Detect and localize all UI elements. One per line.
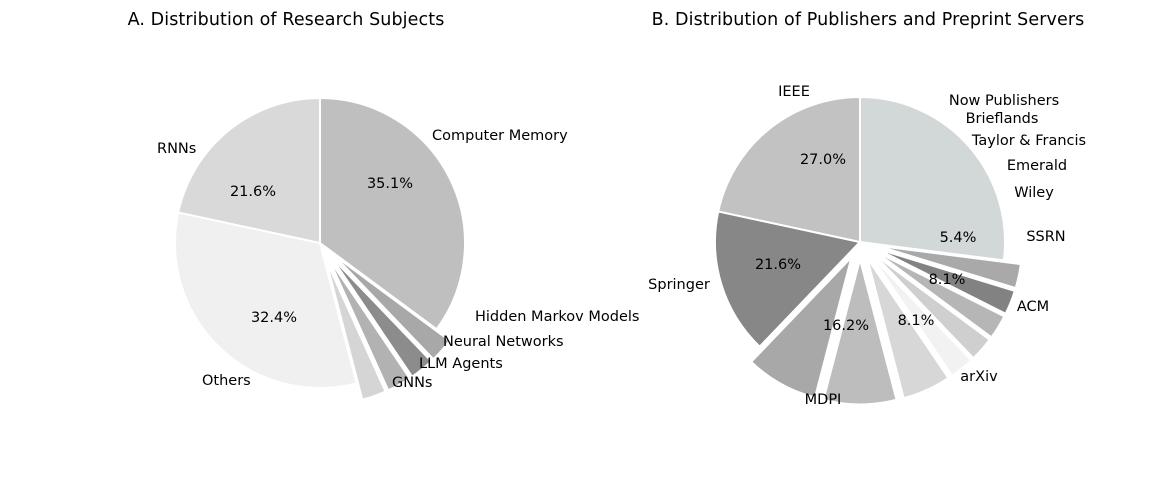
pie-percent-label: 8.1% [898, 313, 935, 329]
pie-percent-label: 8.1% [929, 272, 966, 288]
pie-category-label-acm: ACM [1017, 299, 1049, 315]
pie-slice-hidden-markov-models[interactable] [332, 253, 451, 361]
panel-a-title: A. Distribution of Research Subjects [127, 10, 445, 30]
pie-category-label-neural-networks: Neural Networks [443, 334, 564, 350]
pie-slice-springer[interactable] [717, 96, 861, 243]
pie-slice-emerald[interactable] [872, 252, 991, 360]
pie-category-label-computer-memory: Computer Memory [432, 128, 568, 144]
pie-category-label-ieee: IEEE [778, 84, 810, 100]
pie-slice-neural-networks[interactable] [329, 255, 433, 378]
pie-chart-publishers: 27.0% 5.4% 8.1% 8.1% 16.2% 21.6% IEEE Now Publi… [648, 84, 1086, 408]
pie-percent-label: 21.6% [755, 257, 801, 273]
pie-category-label-ssrn: SSRN [1026, 229, 1065, 245]
pie-percent-label: 5.4% [940, 230, 977, 246]
pie-percent-label: 32.4% [251, 310, 297, 326]
pie-category-label-springer: Springer [648, 277, 710, 293]
pie-slice-wiley[interactable] [869, 254, 973, 377]
pie-slice-now-publishers[interactable] [876, 244, 1022, 290]
pie-category-label-arxiv: arXiv [960, 369, 998, 385]
pie-percent-label: 21.6% [230, 184, 276, 200]
pie-category-label-now-publishers: Now Publishers [949, 93, 1059, 109]
pie-category-label-others: Others [202, 373, 251, 389]
panel-b-title: B. Distribution of Publishers and Prepri… [651, 10, 1085, 30]
pie-percent-labels: 35.1% 32.4% 21.6% [230, 176, 413, 326]
pie-slice-acm[interactable] [822, 258, 898, 406]
pie-category-label-hidden-markov-models: Hidden Markov Models [475, 309, 639, 325]
pie-category-label-brieflands: Brieflands [966, 111, 1039, 127]
pie-slice-gnns[interactable] [324, 258, 387, 401]
pie-slice-mdpi[interactable] [714, 210, 861, 348]
pie-percent-label: 16.2% [823, 318, 869, 334]
panel-a-research-subjects: A. Distribution of Research Subjects 35.… [127, 10, 639, 401]
pie-percent-label: 27.0% [800, 152, 846, 168]
pie-category-label-rnns: RNNs [157, 141, 196, 157]
pie-category-label-wiley: Wiley [1014, 185, 1054, 201]
pie-category-label-mdpi: MDPI [805, 392, 842, 408]
pie-slice-ieee[interactable] [859, 96, 1006, 262]
pie-percent-labels: 27.0% 5.4% 8.1% 8.1% 16.2% 21.6% [755, 152, 976, 334]
panel-b-publishers: B. Distribution of Publishers and Prepri… [576, 0, 1152, 480]
pie-slice-llm-agents[interactable] [327, 257, 411, 392]
pie-slice-rnns[interactable] [177, 97, 321, 244]
pie-category-label-emerald: Emerald [1007, 158, 1067, 174]
pie-slice-arxiv[interactable] [750, 256, 853, 399]
pie-wedges [174, 97, 466, 401]
pie-slice-computer-memory[interactable] [319, 97, 466, 331]
pie-slice-taylor-francis[interactable] [873, 250, 1006, 339]
pie-category-label-llm-agents: LLM Agents [419, 356, 503, 372]
pie-wedges [714, 96, 1022, 406]
pie-percent-label: 35.1% [367, 176, 413, 192]
pie-slice-others[interactable] [174, 211, 358, 389]
pie-category-label-taylor-francis: Taylor & Francis [971, 133, 1086, 149]
pie-category-label-gnns: GNNs [392, 375, 432, 391]
pie-slice-brieflands[interactable] [875, 247, 1016, 315]
pie-slice-ssrn[interactable] [866, 256, 950, 400]
